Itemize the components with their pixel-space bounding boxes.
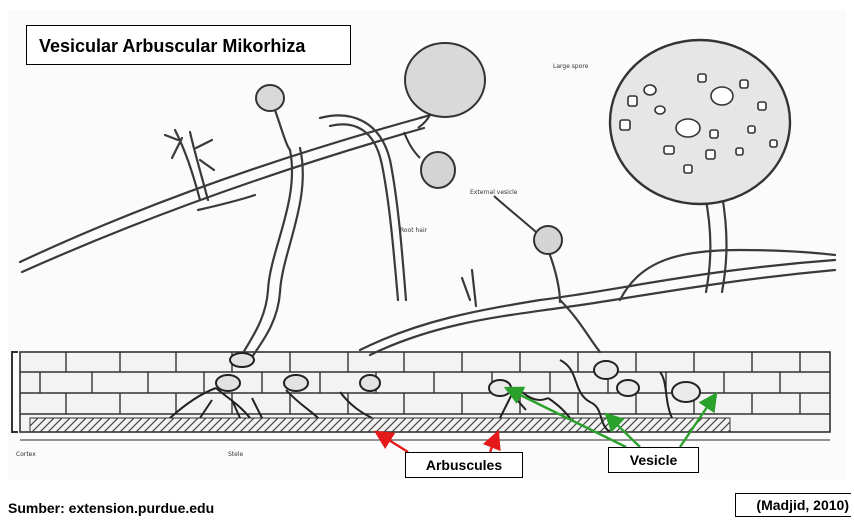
citation: (Madjid, 2010) <box>735 493 851 517</box>
large-spore-caption: Large spore <box>553 63 589 70</box>
arbuscules-label: Arbuscules <box>405 452 523 478</box>
root-hair-caption: Root hair <box>400 227 428 234</box>
large-spore-right <box>610 40 790 204</box>
stele-band <box>30 418 730 432</box>
small-spore-left <box>256 85 284 111</box>
cortex-caption: Cortex <box>16 451 36 458</box>
diagram-title: Vesicular Arbuscular Mikorhiza <box>26 25 351 65</box>
stele-caption: Stele <box>228 451 244 458</box>
external-vesicle-caption: External vesicle <box>470 189 518 196</box>
vesicle-label: Vesicle <box>608 447 699 473</box>
source-credit: Sumber: extension.purdue.edu <box>8 500 214 516</box>
